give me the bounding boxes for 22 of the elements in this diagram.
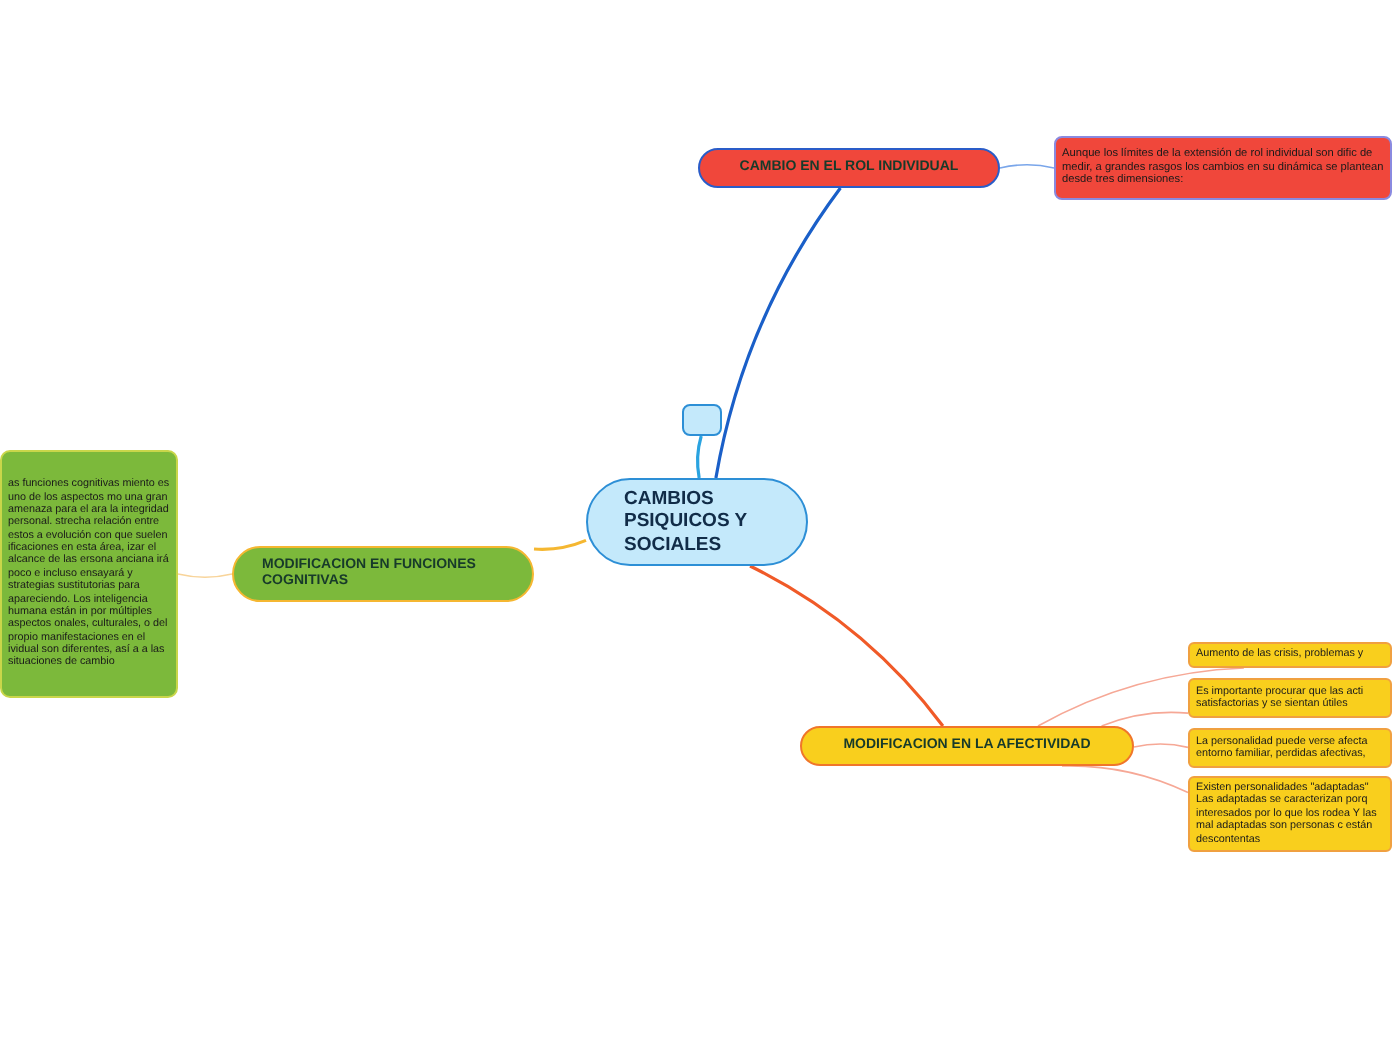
connector-line xyxy=(1037,667,1245,727)
main-topic xyxy=(232,546,534,602)
connector-line xyxy=(533,538,587,551)
connector-line xyxy=(999,163,1055,169)
subtopic-box xyxy=(1188,642,1392,668)
connector-line xyxy=(714,187,842,479)
empty-topic xyxy=(682,404,722,436)
note-box xyxy=(1054,136,1392,200)
note-box xyxy=(0,450,178,698)
topic-label: CAMBIOS PSIQUICOS Y SOCIALES xyxy=(624,488,749,556)
connector-line xyxy=(1100,711,1189,727)
central-topic xyxy=(586,478,808,566)
connector-line xyxy=(749,564,945,727)
connector-line xyxy=(177,573,233,579)
connector-line xyxy=(1061,765,1189,794)
main-topic xyxy=(800,726,1134,766)
connector-line xyxy=(1133,743,1189,749)
subtopic-box xyxy=(1188,728,1392,768)
subtopic-box xyxy=(1188,776,1392,852)
connector-line xyxy=(695,435,703,479)
subtopic-box xyxy=(1188,678,1392,718)
main-topic xyxy=(698,148,1000,188)
